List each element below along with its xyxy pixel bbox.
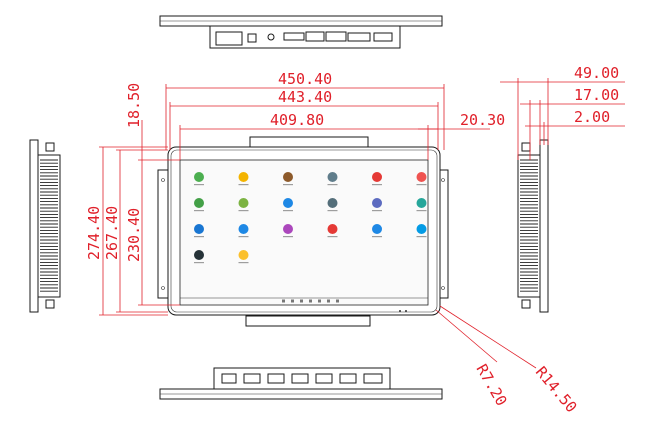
app-icon[interactable]	[238, 198, 249, 208]
nav-bar	[282, 299, 339, 303]
app-icon[interactable]	[238, 224, 249, 234]
dim-front-thickness: 2.00	[574, 108, 610, 126]
app-icon[interactable]	[283, 172, 293, 182]
height-dimensions: 274.40 267.40 230.40 18.50	[85, 83, 180, 316]
app-icon[interactable]	[372, 198, 382, 208]
app-icon[interactable]	[283, 224, 293, 234]
dim-radius-inner: R7.20	[473, 361, 511, 409]
right-side-view	[517, 139, 549, 313]
dim-bezel-width: 443.40	[278, 88, 332, 106]
app-icon[interactable]	[194, 172, 204, 182]
dim-depth-total: 49.00	[574, 64, 619, 82]
width-dimensions: 450.40 443.40 409.80 20.30	[165, 70, 505, 160]
app-icon[interactable]	[372, 172, 382, 182]
dim-radius-outer: R14.50	[532, 363, 581, 416]
app-icon[interactable]	[194, 224, 204, 234]
dim-right-offset: 20.30	[460, 111, 505, 129]
app-icon[interactable]	[238, 250, 249, 260]
app-icon[interactable]	[283, 198, 293, 208]
app-icon[interactable]	[327, 224, 338, 234]
dim-bezel-height: 267.40	[103, 206, 121, 260]
app-icon[interactable]	[372, 224, 382, 234]
radius-callouts: R7.20 R14.50	[435, 305, 581, 416]
app-icon[interactable]	[238, 172, 249, 182]
bottom-view	[159, 367, 443, 400]
dim-top-offset: 18.50	[125, 83, 143, 128]
app-icon[interactable]	[416, 172, 427, 182]
depth-dimensions: 49.00 17.00 2.00	[500, 64, 625, 160]
dim-overall-width: 450.40	[278, 70, 332, 88]
app-icon[interactable]	[416, 224, 427, 234]
display-screen	[179, 159, 429, 306]
front-view	[157, 136, 449, 327]
app-icon[interactable]	[327, 172, 338, 182]
app-icon[interactable]	[194, 198, 204, 208]
dim-overall-height: 274.40	[85, 206, 103, 260]
dim-screen-height: 230.40	[125, 208, 143, 262]
app-icon-grid	[194, 172, 427, 264]
left-side-view	[29, 139, 61, 313]
app-icon[interactable]	[194, 250, 204, 260]
dim-depth-body: 17.00	[574, 86, 619, 104]
app-icon[interactable]	[327, 198, 338, 208]
app-icon[interactable]	[416, 198, 427, 208]
top-view	[159, 15, 443, 49]
dim-screen-width: 409.80	[270, 111, 324, 129]
